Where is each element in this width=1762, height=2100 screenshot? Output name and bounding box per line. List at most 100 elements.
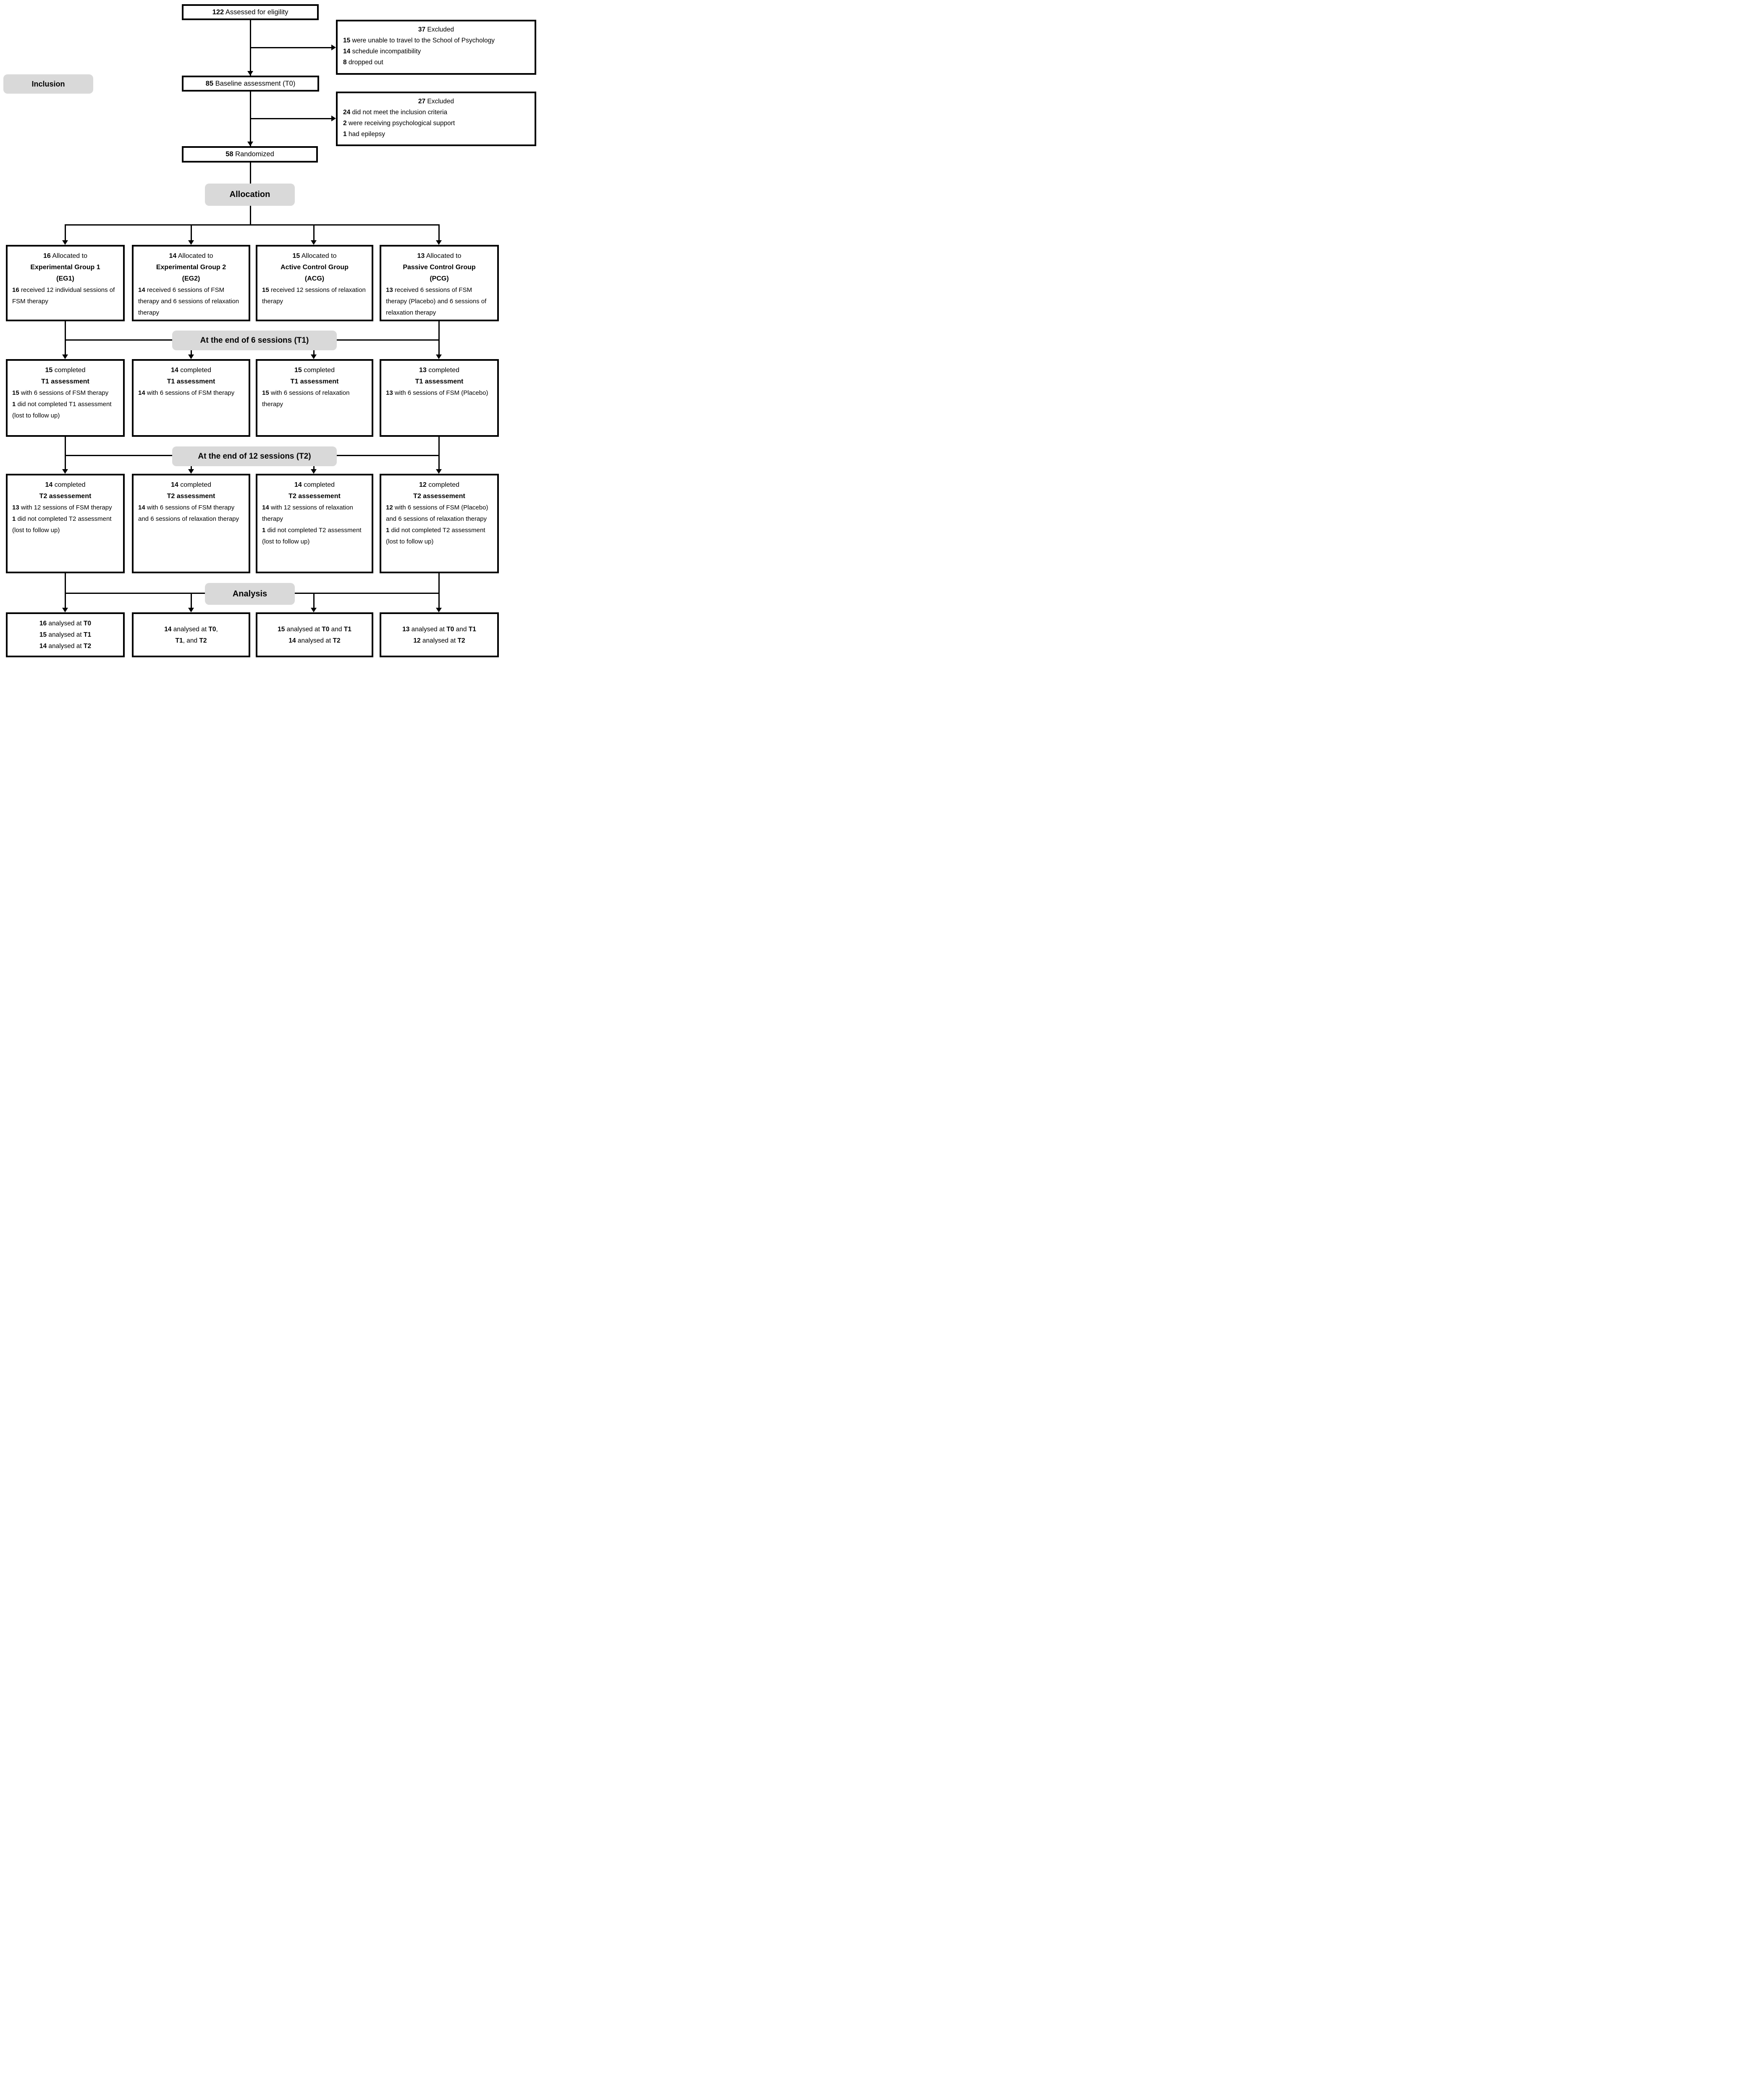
arrowhead-into-excluded-2 (331, 116, 336, 121)
allocation-box-acg: 15 Allocated to Active Control Group (ACG)… (256, 245, 373, 321)
arrowhead-into-analysis-eg1 (62, 608, 68, 612)
excluded-1-items: 15 were unable to travel to the School o… (343, 35, 529, 68)
analysis-acg-lines: 15 analysed at T0 and T1 14 analysed at T… (261, 624, 368, 646)
text-line: 1 had epilepsy (343, 131, 385, 138)
t1-stage-label: At the end of 6 sessions (T1) (172, 331, 337, 350)
t2-eg2-details: 14 with 6 sessions of FSM therapy and 6 … (138, 502, 244, 525)
text-line: 16 Allocated to (43, 252, 87, 260)
text-line: 1 did not completed T2 assessment (lost … (12, 515, 112, 534)
text-line: 15 analysed at T1 (39, 631, 92, 638)
t1-pcg-details: 13 with 6 sessions of FSM (Placebo) (386, 387, 493, 399)
text-line: 15 analysed at T0 and T1 (278, 625, 351, 633)
connector-branch-excluded-2 (250, 118, 331, 119)
analysis-box-eg2: 14 analysed at T0,T1, and T2 (132, 612, 250, 657)
allocation-stage-label: Allocation (205, 184, 295, 206)
arrowhead-into-t2-eg2 (188, 469, 194, 474)
arrowhead-into-analysis-acg (311, 608, 317, 612)
text-line: 14 Allocated to (169, 252, 213, 260)
analysis-stage-label: Analysis (205, 583, 295, 605)
excluded-1-title: 37 Excluded (418, 26, 454, 33)
arrowhead-into-t2-acg (311, 469, 317, 474)
t2-pcg-details: 12 with 6 sessions of FSM (Placebo) and … (386, 502, 493, 547)
text-line: (PCG) (430, 275, 449, 282)
connector-drop-t1-pcg (438, 321, 440, 355)
text-line: T2 assessment (167, 493, 215, 500)
consort-flow-diagram: 122 Assessed for eligility 37 Excluded 1… (0, 0, 538, 658)
connector-drop-analysis-eg1 (65, 573, 66, 608)
text-line: 15 Allocated to (292, 252, 337, 260)
text-line: 15 received 12 sessions of relaxation th… (262, 286, 366, 305)
text-line: Passive Control Group (403, 264, 476, 271)
allocation-eg2-details: 14 received 6 sessions of FSM therapy an… (138, 284, 244, 318)
randomized-box: 58 Randomized (182, 146, 318, 163)
connector-allocation-label-down (250, 206, 251, 225)
text-line: 15 with 6 sessions of relaxation therapy (262, 389, 350, 408)
arrowhead-into-alloc-eg2 (188, 240, 194, 245)
excluded-2-title: 27 Excluded (418, 98, 454, 105)
connector-drop-analysis-pcg (438, 573, 440, 608)
text-line: 14 completed (170, 367, 212, 374)
text-line: Active Control Group (281, 264, 349, 271)
text-line: (EG1) (56, 275, 74, 282)
text-line: 13 with 6 sessions of FSM (Placebo) (386, 389, 488, 396)
text-line: 13 with 12 sessions of FSM therapy (12, 504, 112, 511)
connector-randomized-to-allocation-label (250, 163, 251, 184)
allocation-pcg-details: 13 received 6 sessions of FSM therapy (P… (386, 284, 493, 318)
allocation-acg-head: 15 Allocated to Active Control Group (ACG) (262, 250, 367, 284)
text-line: 13 received 6 sessions of FSM therapy (P… (386, 286, 487, 316)
text-line: 12 analysed at T2 (413, 637, 465, 644)
baseline-box: 85 Baseline assessment (T0) (182, 76, 319, 92)
excluded-box-1: 37 Excluded 15 were unable to travel to … (336, 20, 536, 75)
connector-drop-t1-eg1 (65, 321, 66, 355)
allocation-eg1-details: 16 received 12 individual sessions of FS… (12, 284, 118, 307)
connector-drop-alloc-acg (313, 224, 315, 241)
t1-eg2-details: 14 with 6 sessions of FSM therapy (138, 387, 244, 399)
text-line: (EG2) (182, 275, 200, 282)
arrowhead-into-t2-pcg (436, 469, 442, 474)
excluded-box-2: 27 Excluded 24 did not meet the inclusio… (336, 92, 536, 146)
text-line: T2 assessement (39, 493, 92, 500)
text-line: T1 assessment (415, 378, 464, 385)
allocation-box-eg2: 14 Allocated to Experimental Group 2 (EG2)… (132, 245, 250, 321)
t1-eg1-head: 15 completed T1 assessment (12, 365, 118, 387)
text-line: 14 received 6 sessions of FSM therapy an… (138, 286, 239, 316)
arrowhead-into-analysis-eg2 (188, 608, 194, 612)
t2-stage-label: At the end of 12 sessions (T2) (172, 446, 337, 466)
text-line: 8 dropped out (343, 59, 383, 66)
baseline-text: 85 Baseline assessment (T0) (205, 79, 296, 87)
inclusion-stage-text: Inclusion (31, 79, 65, 88)
text-line: (ACG) (304, 275, 325, 282)
text-line: 16 analysed at T0 (39, 620, 92, 627)
text-line: Experimental Group 2 (156, 264, 226, 271)
analysis-box-acg: 15 analysed at T0 and T1 14 analysed at T… (256, 612, 373, 657)
text-line: 14 analysed at T2 (288, 637, 341, 644)
t2-eg1-details: 13 with 12 sessions of FSM therapy 1 did … (12, 502, 118, 536)
text-line: 14 analysed at T0, (164, 625, 218, 633)
text-line: T1 assessment (41, 378, 89, 385)
arrowhead-into-excluded-1 (331, 45, 336, 50)
arrowhead-into-baseline (247, 71, 253, 76)
text-line: T1 assessment (167, 378, 215, 385)
assessed-box: 122 Assessed for eligility (182, 4, 319, 20)
arrowhead-into-t2-eg1 (62, 469, 68, 474)
t1-box-eg2: 14 completed T1 assessment 14 with 6 sess… (132, 359, 250, 437)
text-line: T2 assessement (288, 493, 341, 500)
text-line: 1 did not completed T2 assessment (lost … (262, 527, 362, 545)
text-line: 15 completed (294, 367, 335, 374)
analysis-eg2-lines: 14 analysed at T0,T1, and T2 (137, 624, 245, 646)
text-line: 15 completed (45, 367, 86, 374)
connector-drop-analysis-acg (313, 593, 315, 608)
text-line: 13 Allocated to (417, 252, 461, 260)
